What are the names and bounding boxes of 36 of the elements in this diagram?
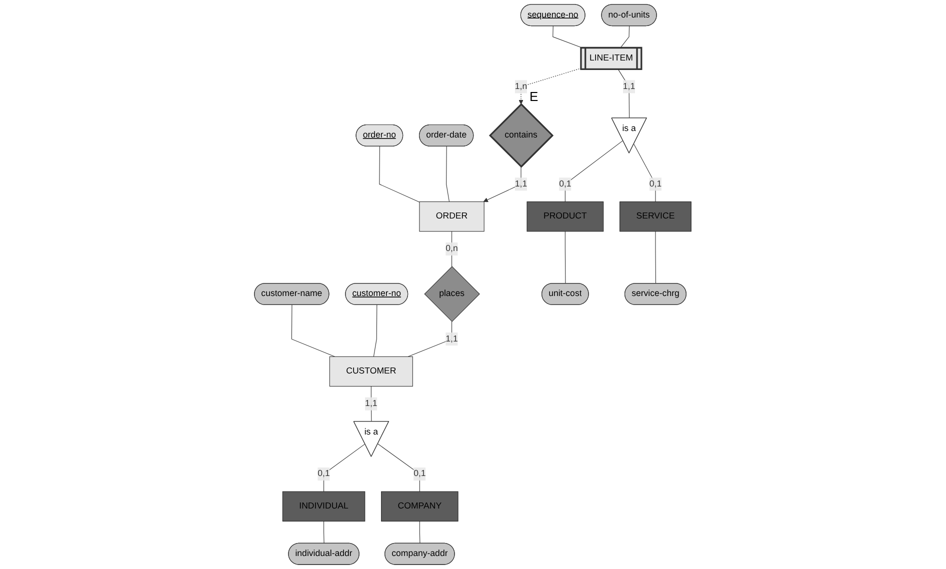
node-diamond [489, 103, 554, 168]
edge-label: 0,1 [414, 469, 426, 478]
edge-label: 0,1 [318, 469, 330, 478]
node-diamond [424, 266, 480, 322]
node-box [419, 201, 485, 232]
node-box [330, 356, 414, 387]
node-box [282, 491, 366, 522]
connector [292, 304, 336, 357]
connector [446, 146, 450, 202]
connector [379, 146, 420, 202]
connector [374, 304, 378, 357]
node-box [381, 491, 459, 522]
connector [565, 231, 566, 284]
edge-label: 1,1 [365, 398, 378, 408]
constraint-label: E [530, 90, 538, 104]
connector [378, 444, 420, 492]
connector [408, 321, 452, 357]
connector [324, 520, 325, 544]
node-box [620, 201, 692, 232]
arrow [518, 68, 582, 104]
connector [565, 140, 624, 202]
connector [371, 386, 372, 422]
arrow [483, 166, 522, 202]
connector [655, 231, 656, 284]
node-box [526, 201, 604, 232]
connector [324, 444, 366, 492]
connector [620, 26, 630, 48]
edge-label: 1,n [515, 82, 528, 92]
connector [618, 69, 630, 118]
edge-label: 0,n [446, 244, 458, 254]
edge-label: 0,1 [559, 179, 572, 189]
edge-label: 1,1 [515, 179, 528, 189]
edge-label: 1,1 [623, 82, 636, 92]
edge-label: 1,1 [446, 334, 458, 344]
edge-label: 0,1 [650, 179, 662, 189]
connector [634, 144, 656, 202]
